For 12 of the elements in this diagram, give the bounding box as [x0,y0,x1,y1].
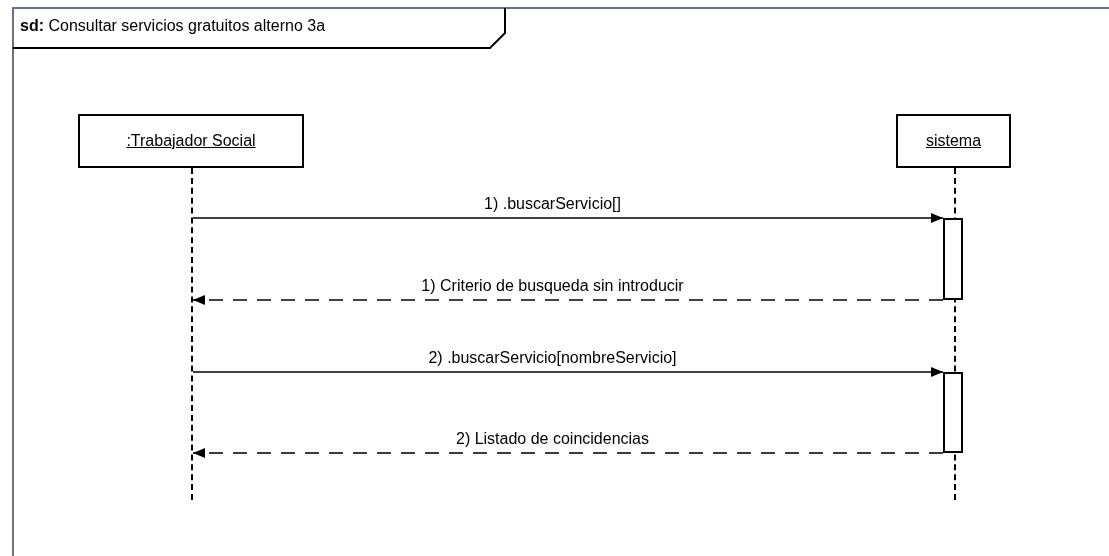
return-message-arrow [192,295,944,305]
object-box [78,114,304,168]
object-name: :Trabajador Social [126,131,256,151]
object-name: sistema [925,131,982,151]
lifeline [191,168,193,500]
return-message-arrow [192,448,944,458]
message-arrow [192,213,944,223]
activation-bar [943,218,963,300]
frame-title: sd: Consultar servicios gratuitos alterno 3a [20,16,326,36]
message-arrow [192,367,944,377]
object-box [896,114,1011,168]
activation-bar [943,372,963,453]
